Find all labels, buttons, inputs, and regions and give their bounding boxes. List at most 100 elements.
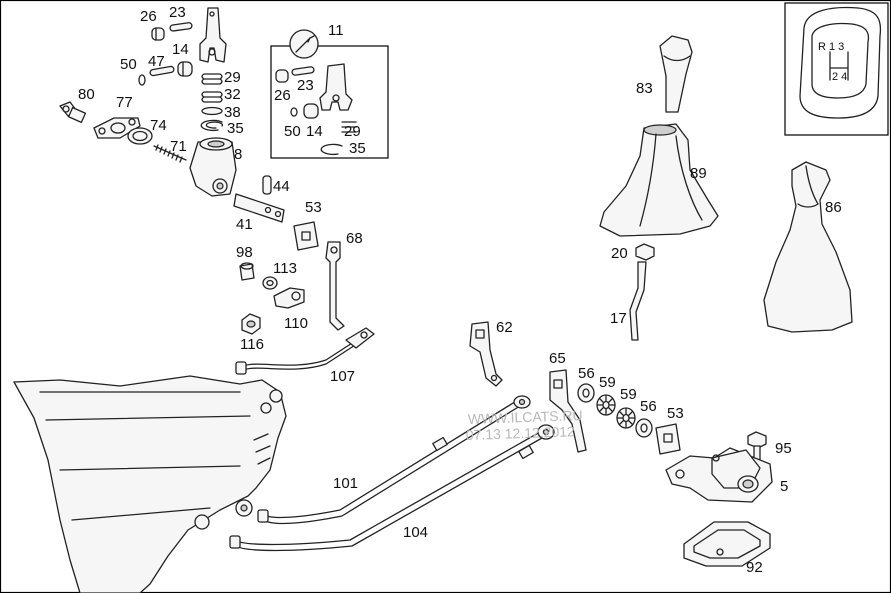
bushing-98: [239, 262, 255, 281]
pin-23: [169, 22, 193, 32]
label-8: 8: [234, 146, 242, 163]
label-38: 38: [224, 104, 241, 121]
label-5: 5: [780, 478, 788, 495]
label-104: 104: [403, 524, 428, 541]
bushing-14: [177, 61, 193, 77]
shift-pattern-knob: [799, 6, 882, 119]
rod-101: [257, 395, 531, 525]
watermark-line-2: 07.13 12.12.2012: [466, 423, 576, 443]
label-56-a: 56: [578, 365, 595, 382]
label-17: 17: [610, 310, 627, 327]
label-101: 101: [333, 475, 358, 492]
wrench-icon: [289, 29, 319, 59]
label-95: 95: [775, 440, 792, 457]
label-47: 47: [148, 53, 165, 70]
label-56-b: 56: [640, 398, 657, 415]
pin-44: [262, 175, 272, 195]
spring-32: [201, 91, 223, 103]
inset-label-50: 50: [284, 123, 301, 140]
shaft-41: [233, 193, 285, 223]
inset-label-14: 14: [306, 123, 323, 140]
shift-lever-17: [629, 261, 647, 341]
label-62: 62: [496, 319, 513, 336]
flange-77: [93, 117, 141, 139]
watermark-line-1: WWW.ILCATS.RU: [468, 407, 583, 427]
inset-label-29: 29: [344, 123, 361, 140]
inset-label-26: 26: [274, 87, 291, 104]
label-32: 32: [224, 86, 241, 103]
nut-116: [241, 313, 261, 335]
label-11: 11: [328, 22, 344, 39]
shift-pattern-box: [784, 2, 889, 136]
label-86: 86: [825, 199, 842, 216]
lock-washer-59-a: [596, 394, 616, 416]
clip-50: [138, 74, 146, 86]
shift-boot-89: [599, 123, 719, 237]
label-107: 107: [330, 368, 355, 385]
pin-47: [149, 65, 175, 77]
rod-107: [235, 327, 375, 375]
shift-pattern-bottom: 2 4: [832, 71, 847, 83]
plate-53-left: [293, 221, 319, 251]
label-89: 89: [690, 165, 707, 182]
gasket-92: [683, 521, 771, 567]
joint-110: [273, 287, 305, 309]
label-41: 41: [236, 216, 253, 233]
label-65: 65: [549, 350, 566, 367]
label-71: 71: [170, 138, 187, 155]
lever-62: [469, 321, 503, 387]
label-53-right: 53: [667, 405, 684, 422]
transmission-housing: [13, 375, 287, 593]
washer-113: [262, 276, 278, 290]
label-98: 98: [236, 244, 253, 261]
rod-104: [229, 424, 555, 552]
plate-53-right: [655, 423, 681, 455]
inset-fork: [319, 63, 353, 111]
label-68: 68: [346, 230, 363, 247]
label-110: 110: [284, 315, 308, 332]
label-59-a: 59: [599, 374, 616, 391]
label-29: 29: [224, 69, 241, 86]
label-74: 74: [150, 117, 167, 134]
label-50: 50: [120, 56, 137, 73]
label-113: 113: [273, 260, 297, 277]
inset-label-23: 23: [297, 77, 314, 94]
washer-38: [201, 106, 223, 116]
label-20: 20: [611, 245, 628, 262]
label-14: 14: [172, 41, 189, 58]
inset-parts: [275, 66, 357, 156]
washer-56-b: [635, 418, 653, 438]
nut-20: [635, 243, 655, 261]
inset-label-35: 35: [349, 140, 366, 157]
shift-bracket-5: [665, 447, 773, 503]
inset-box-11: [270, 45, 389, 159]
washer-56-a: [577, 383, 595, 403]
shift-housing-8: [189, 137, 237, 197]
label-35: 35: [227, 120, 244, 137]
shift-boot-86: [763, 161, 853, 333]
label-44: 44: [273, 178, 290, 195]
label-59-b: 59: [620, 386, 637, 403]
label-53-left: 53: [305, 199, 322, 216]
circlip-35: [200, 119, 224, 132]
label-23: 23: [169, 4, 186, 21]
label-116: 116: [240, 336, 264, 353]
spring-29: [201, 73, 223, 85]
bushing-26: [151, 27, 165, 41]
lock-washer-59-b: [616, 407, 636, 429]
label-26: 26: [140, 8, 157, 25]
lever-68: [325, 241, 345, 331]
gasket-74: [127, 127, 153, 145]
lever-65: [549, 369, 587, 453]
shift-fork-assembly: [199, 7, 227, 63]
threaded-rod-71: [153, 144, 187, 163]
label-83: 83: [636, 80, 653, 97]
label-77: 77: [116, 94, 133, 111]
bolt-80: [59, 101, 87, 124]
shift-pattern-top: R 1 3: [818, 41, 844, 53]
shift-knob-83: [659, 35, 693, 113]
label-80: 80: [78, 86, 95, 103]
label-92: 92: [746, 559, 763, 576]
